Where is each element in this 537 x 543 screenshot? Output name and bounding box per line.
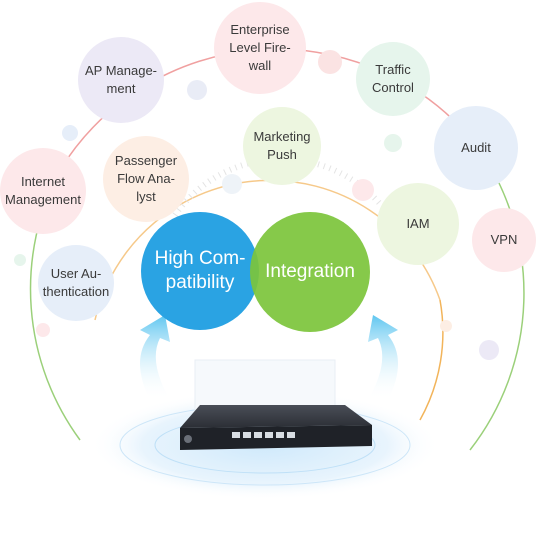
feature-vpn-label: VPN [490, 232, 518, 247]
feature-internet-management-label: Internet Management [5, 174, 81, 207]
feature-traffic-control: Traffic Control [356, 42, 430, 116]
inner-ring-arc-right [419, 299, 444, 421]
right-arrow [368, 315, 398, 400]
feature-enterprise-firewall: Enterprise Level Fire-wall [214, 2, 306, 94]
core-integration: Integration [250, 212, 370, 332]
feature-enterprise-firewall-label: Enterprise Level Fire-wall [229, 22, 291, 73]
feature-user-authentication: User Au-thentication [38, 245, 114, 321]
feature-iam: IAM [377, 183, 459, 265]
feature-ap-management: AP Manage-ment [78, 37, 164, 123]
feature-iam-label: IAM [406, 216, 430, 231]
feature-passenger-flow-label: Passenger Flow Ana-lyst [114, 153, 178, 204]
feature-audit-label: Audit [461, 140, 491, 155]
feature-audit: Audit [434, 106, 518, 190]
feature-marketing-push-label: Marketing Push [253, 129, 311, 162]
feature-vpn: VPN [472, 208, 536, 272]
core-high-compatibility-label: High Com-patibility [154, 248, 246, 293]
feature-passenger-flow: Passenger Flow Ana-lyst [103, 136, 189, 222]
network-device [180, 405, 372, 450]
feature-user-authentication-label: User Au-thentication [42, 266, 110, 299]
core-integration-label: Integration [265, 261, 355, 282]
outer-ring-arc-right [469, 149, 525, 451]
feature-marketing-push: Marketing Push [243, 107, 321, 185]
feature-traffic-control-label: Traffic Control [372, 62, 414, 95]
feature-internet-management: Internet Management [0, 148, 86, 234]
core-high-compatibility: High Com-patibility [141, 212, 259, 330]
feature-ap-management-label: AP Manage-ment [84, 63, 158, 96]
left-arrow [140, 315, 170, 400]
